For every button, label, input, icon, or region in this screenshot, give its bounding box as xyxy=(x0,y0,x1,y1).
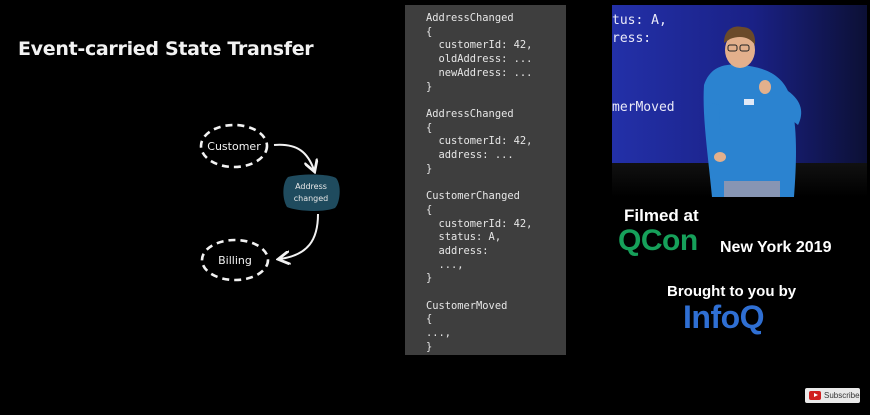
code-panel: AddressChanged { customerId: 42, oldAddr… xyxy=(405,5,566,355)
qcon-logo: QCon xyxy=(618,224,698,257)
brought-to-you-text: Brought to you by xyxy=(667,283,797,300)
slide-title: Event-carried State Transfer xyxy=(18,38,314,60)
customer-node: Customer xyxy=(199,123,269,169)
customer-label: Customer xyxy=(207,140,261,153)
infoq-logo: InfoQ xyxy=(683,299,765,335)
bg-code-line1: tus: A, xyxy=(612,13,667,28)
youtube-icon xyxy=(809,391,821,400)
billing-label: Billing xyxy=(218,254,252,267)
event-label-line2: changed xyxy=(294,194,329,203)
event-to-billing-arrow xyxy=(280,213,319,259)
billing-node: Billing xyxy=(200,238,270,282)
subscribe-label: Subscribe xyxy=(824,391,860,400)
event-flow-diagram: Customer Address changed Billing xyxy=(199,123,340,282)
address-changed-event-node: Address changed xyxy=(283,174,340,211)
bg-code-line4: merMoved xyxy=(612,100,675,115)
event-label-line1: Address xyxy=(295,182,327,191)
filmed-at-text: Filmed at xyxy=(624,206,699,225)
bg-code-line2: ress: xyxy=(612,31,651,46)
customer-to-event-arrow xyxy=(273,143,314,170)
subscribe-button[interactable]: Subscribe xyxy=(805,388,860,403)
speaker-video[interactable]: tus: A, ress: merMoved xyxy=(612,5,867,197)
conference-location: New York 2019 xyxy=(720,239,832,256)
speaker-figure xyxy=(703,26,802,197)
speaker-video-frame: tus: A, ress: merMoved xyxy=(612,5,867,197)
event-code-listing: AddressChanged { customerId: 42, oldAddr… xyxy=(426,12,533,353)
